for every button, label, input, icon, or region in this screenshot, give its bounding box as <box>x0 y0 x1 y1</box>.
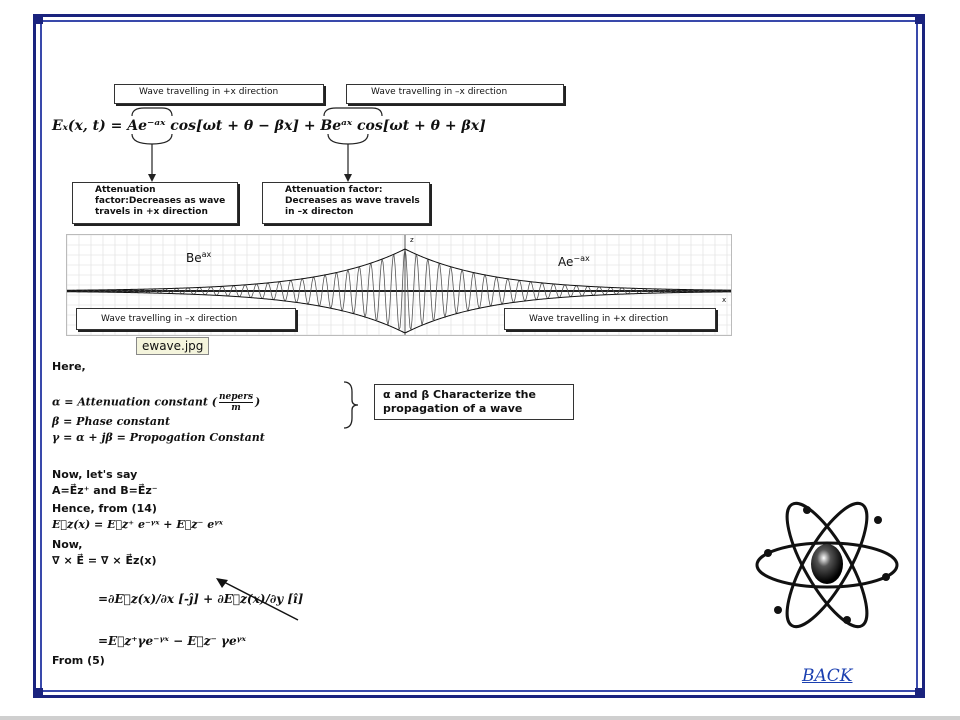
frame-corner <box>33 688 43 698</box>
eq-ab-def: A=E⃗z⁺ and B=E⃗z⁻ <box>52 484 158 497</box>
frame-corner <box>33 14 43 24</box>
label-attenuation-right: Attenuation factor: Decreases as wave tr… <box>262 182 430 224</box>
eq-beta: β = Phase constant <box>52 415 171 428</box>
bottom-rule <box>0 716 960 720</box>
plot-box-plus: Wave travelling in +x direction <box>504 308 716 330</box>
text-hence: Hence, from (14) <box>52 502 157 515</box>
main-equation: Eₓ(x, t) = Ae⁻ᵃˣ cos[ωt + θ − βx] + Beᵃˣ… <box>52 118 486 134</box>
plot-label-left: Beax <box>186 250 212 265</box>
page-frame-outer <box>33 14 925 698</box>
eq-curl: ∇ × E⃗ = ∇ × E⃗z(x) <box>52 554 157 567</box>
frame-corner <box>915 688 925 698</box>
plot-label-right: Ae−ax <box>558 254 590 269</box>
back-link[interactable]: BACK <box>802 666 853 686</box>
eq-result: =E⃗z⁺γe⁻ᵞˣ − E⃗z⁻ γeᵞˣ <box>98 634 247 648</box>
plot-box-minus: Wave travelling in –x direction <box>76 308 296 330</box>
text-here: Here, <box>52 360 86 373</box>
image-caption: ewave.jpg <box>136 337 210 355</box>
strike-arrow <box>216 578 299 621</box>
label-wave-minus: Wave travelling in –x direction <box>346 84 564 104</box>
plot-axis-z: z <box>410 236 414 244</box>
atom-icon <box>755 501 899 629</box>
label-wave-plus: Wave travelling in +x direction <box>114 84 324 104</box>
text-now-say: Now, let's say <box>52 468 138 481</box>
text-now: Now, <box>52 538 83 551</box>
page-frame-inner <box>40 20 918 692</box>
text-from5: From (5) <box>52 654 105 667</box>
plot-axis-x: x <box>722 296 727 304</box>
eq-derivative: =∂E⃗z(x)/∂x [-ĵ] + ∂E⃗z(x)/∂y [î] <box>98 592 304 606</box>
eq-gamma: γ = α + jβ = Propogation Constant <box>52 431 265 444</box>
frame-corner <box>915 14 925 24</box>
characterize-box: α and β Characterize the propagation of … <box>374 384 574 420</box>
label-attenuation-left: Attenuation factor:Decreases as wave tra… <box>72 182 238 224</box>
document-image: Wave travelling in +x direction Wave tra… <box>52 78 742 678</box>
eq-ez-x: E⃗z(x) = E⃗z⁺ e⁻ᵞˣ + E⃗z⁻ eᵞˣ <box>52 518 223 531</box>
equation-annotations <box>131 107 383 182</box>
right-brace <box>343 381 359 429</box>
